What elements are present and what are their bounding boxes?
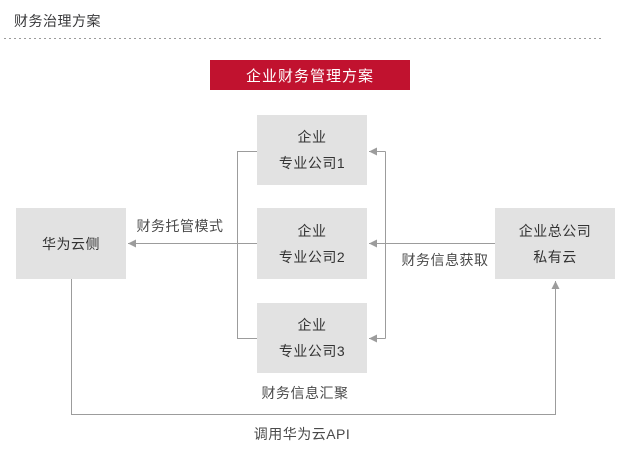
edge-label-info-aggregate: 财务信息汇聚 — [261, 385, 349, 401]
scheme-banner: 企业财务管理方案 — [210, 60, 410, 90]
page-title: 财务治理方案 — [14, 13, 101, 29]
node-company1-line2: 专业公司1 — [278, 155, 346, 171]
node-company1-line1: 企业 — [297, 129, 327, 145]
node-huawei-cloud: 华为云侧 — [16, 208, 126, 279]
node-company3-line2: 专业公司3 — [278, 343, 346, 359]
node-company3: 企业 专业公司3 — [257, 303, 367, 373]
node-huawei-cloud-label: 华为云侧 — [42, 235, 100, 252]
node-headquarters-private-cloud: 企业总公司 私有云 — [495, 208, 615, 279]
node-company2-line1: 企业 — [297, 222, 327, 239]
node-company3-line1: 企业 — [297, 317, 327, 333]
node-headquarters-line1: 企业总公司 — [518, 222, 592, 239]
left-spine-line — [237, 151, 257, 339]
node-headquarters-line2: 私有云 — [533, 248, 577, 265]
dotted-divider — [4, 38, 601, 39]
edge-label-api-call: 调用华为云API — [253, 426, 351, 442]
edge-label-hosting-mode: 财务托管模式 — [136, 218, 224, 234]
node-company1: 企业 专业公司1 — [257, 115, 367, 185]
edge-label-info-fetch: 财务信息获取 — [401, 252, 489, 268]
node-company2: 企业 专业公司2 — [257, 208, 367, 279]
node-company2-line2: 专业公司2 — [278, 248, 346, 265]
api-call-arrow — [71, 279, 560, 415]
